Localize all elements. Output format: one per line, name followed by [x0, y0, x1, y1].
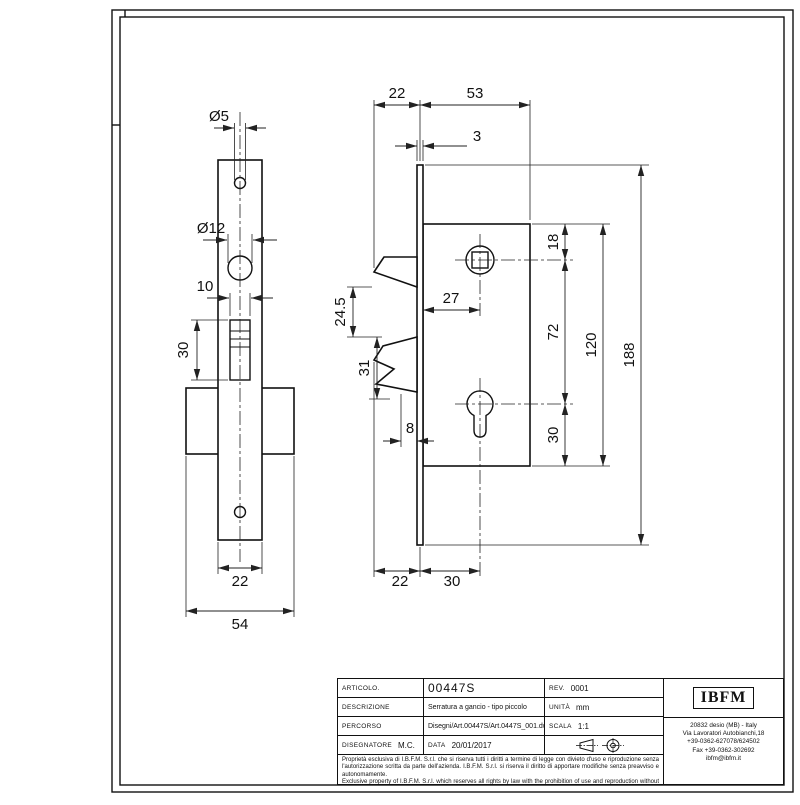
data-label: DATA — [428, 741, 446, 749]
ibfm-logo: IBFM — [692, 687, 755, 709]
title-block-main: ARTICOLO. 00447S REV. 0001 DESCRIZIONE S… — [338, 679, 664, 784]
dim-label: 54 — [232, 616, 249, 633]
rev-value: 0001 — [570, 683, 589, 693]
dim-side-top: 22 53 — [373, 85, 531, 268]
address-line: ibfm@ibfm.it — [705, 754, 742, 762]
title-block-company: IBFM 20832 desio (MB) - Italy Via Lavora… — [664, 679, 783, 784]
side-view-dimensions: 22 53 3 27 24.5 31 — [332, 85, 649, 590]
articolo-value: 00447S — [428, 681, 476, 695]
dim-side-right-stack: 18 72 30 120 188 — [425, 164, 649, 546]
front-view-dimensions: Ø5 Ø12 10 30 22 — [175, 108, 295, 633]
dim-label: 30 — [175, 342, 192, 359]
dim-front-slot-height: 30 — [175, 319, 228, 381]
hook-lower — [372, 335, 418, 393]
descrizione-value: Serratura a gancio - tipo piccolo — [428, 703, 527, 711]
dim-front-plate-width: 22 — [217, 542, 263, 590]
scala-label: SCALA — [549, 722, 572, 730]
drawing-frame — [111, 9, 794, 793]
lock-body-side — [422, 223, 531, 467]
address-line: Via Lavoratori Autobianchi,18 — [682, 730, 765, 738]
scala-value: 1:1 — [577, 721, 589, 731]
company-logo: IBFM — [664, 679, 783, 718]
dim-front-hole12: Ø12 — [197, 220, 277, 263]
dim-label: 120 — [583, 332, 600, 357]
dim-front-slot-width: 10 — [197, 278, 273, 316]
company-address: 20832 desio (MB) - Italy Via Lavoratori … — [664, 718, 783, 784]
disegnatore-value: M.C. — [398, 740, 415, 750]
dim-label: 8 — [406, 420, 414, 437]
dim-front-body-width: 54 — [185, 456, 295, 633]
dim-label: 22 — [389, 85, 406, 102]
row-percorso: PERCORSO Disegni/Art.00447S/Art.0447S_00… — [338, 717, 663, 736]
percorso-label: PERCORSO — [342, 722, 382, 730]
hook-upper — [372, 256, 418, 289]
row-descrizione: DESCRIZIONE Serratura a gancio - tipo pi… — [338, 698, 663, 717]
dim-label: 27 — [443, 290, 460, 307]
articolo-label: ARTICOLO. — [342, 684, 380, 692]
dim-label: 53 — [467, 85, 484, 102]
dim-label: 30 — [545, 427, 562, 444]
dim-label: 10 — [197, 278, 214, 295]
dim-side-bottom: 22 30 — [373, 362, 480, 590]
dim-side-hook-height: 31 — [356, 337, 390, 400]
dim-label: 22 — [392, 573, 409, 590]
dim-label: 30 — [444, 573, 461, 590]
inner-border — [119, 16, 785, 786]
front-view — [185, 112, 295, 562]
dim-side-hook-gap: 24.5 — [332, 286, 382, 338]
data-value: 20/01/2017 — [451, 740, 492, 750]
dim-label: Ø12 — [197, 220, 225, 237]
descrizione-label: DESCRIZIONE — [342, 703, 390, 711]
dim-label: 72 — [545, 324, 562, 341]
legal-notice-en: Exclusive property of I.B.F.M. S.r.l. wh… — [342, 778, 659, 784]
address-line: Fax +39-0362-302692 — [692, 746, 755, 754]
row-articolo: ARTICOLO. 00447S REV. 0001 — [338, 679, 663, 698]
dim-side-plate-thickness: 3 — [395, 128, 481, 161]
disegnatore-label: DISEGNATORE — [342, 741, 393, 749]
unita-label: UNITÀ — [549, 703, 570, 711]
unita-value: mm — [576, 702, 590, 712]
legal-notice-it: Proprietà esclusiva di I.B.F.M. S.r.l. c… — [342, 757, 659, 778]
dim-side-8: 8 — [383, 394, 434, 447]
title-block: ARTICOLO. 00447S REV. 0001 DESCRIZIONE S… — [337, 678, 784, 785]
address-line: 20832 desio (MB) - Italy — [690, 722, 757, 729]
first-angle-projection-icon — [549, 737, 659, 754]
dim-side-spindle-backset: 27 — [423, 290, 480, 314]
dim-label: 18 — [545, 234, 562, 251]
outer-border — [111, 9, 794, 793]
faceplate-side — [416, 164, 424, 546]
dim-label: 31 — [356, 360, 373, 377]
dim-label: Ø5 — [209, 108, 229, 125]
legal-notice: Proprietà esclusiva di I.B.F.M. S.r.l. c… — [338, 755, 663, 784]
percorso-value: Disegni/Art.00447S/Art.0447S_001.dwg — [428, 722, 545, 730]
dim-label: 22 — [232, 573, 249, 590]
address-line: +39-0362-627078/624502 — [687, 738, 760, 746]
dim-label: 24.5 — [332, 297, 349, 326]
dim-label: 188 — [621, 342, 638, 367]
row-disegnatore: DISEGNATORE M.C. DATA 20/01/2017 — [338, 736, 663, 755]
side-view — [372, 164, 573, 577]
rev-label: REV. — [549, 684, 565, 692]
dim-label: 3 — [473, 128, 481, 145]
dim-front-hole5: Ø5 — [209, 108, 266, 180]
euro-cylinder-hole — [466, 390, 494, 438]
